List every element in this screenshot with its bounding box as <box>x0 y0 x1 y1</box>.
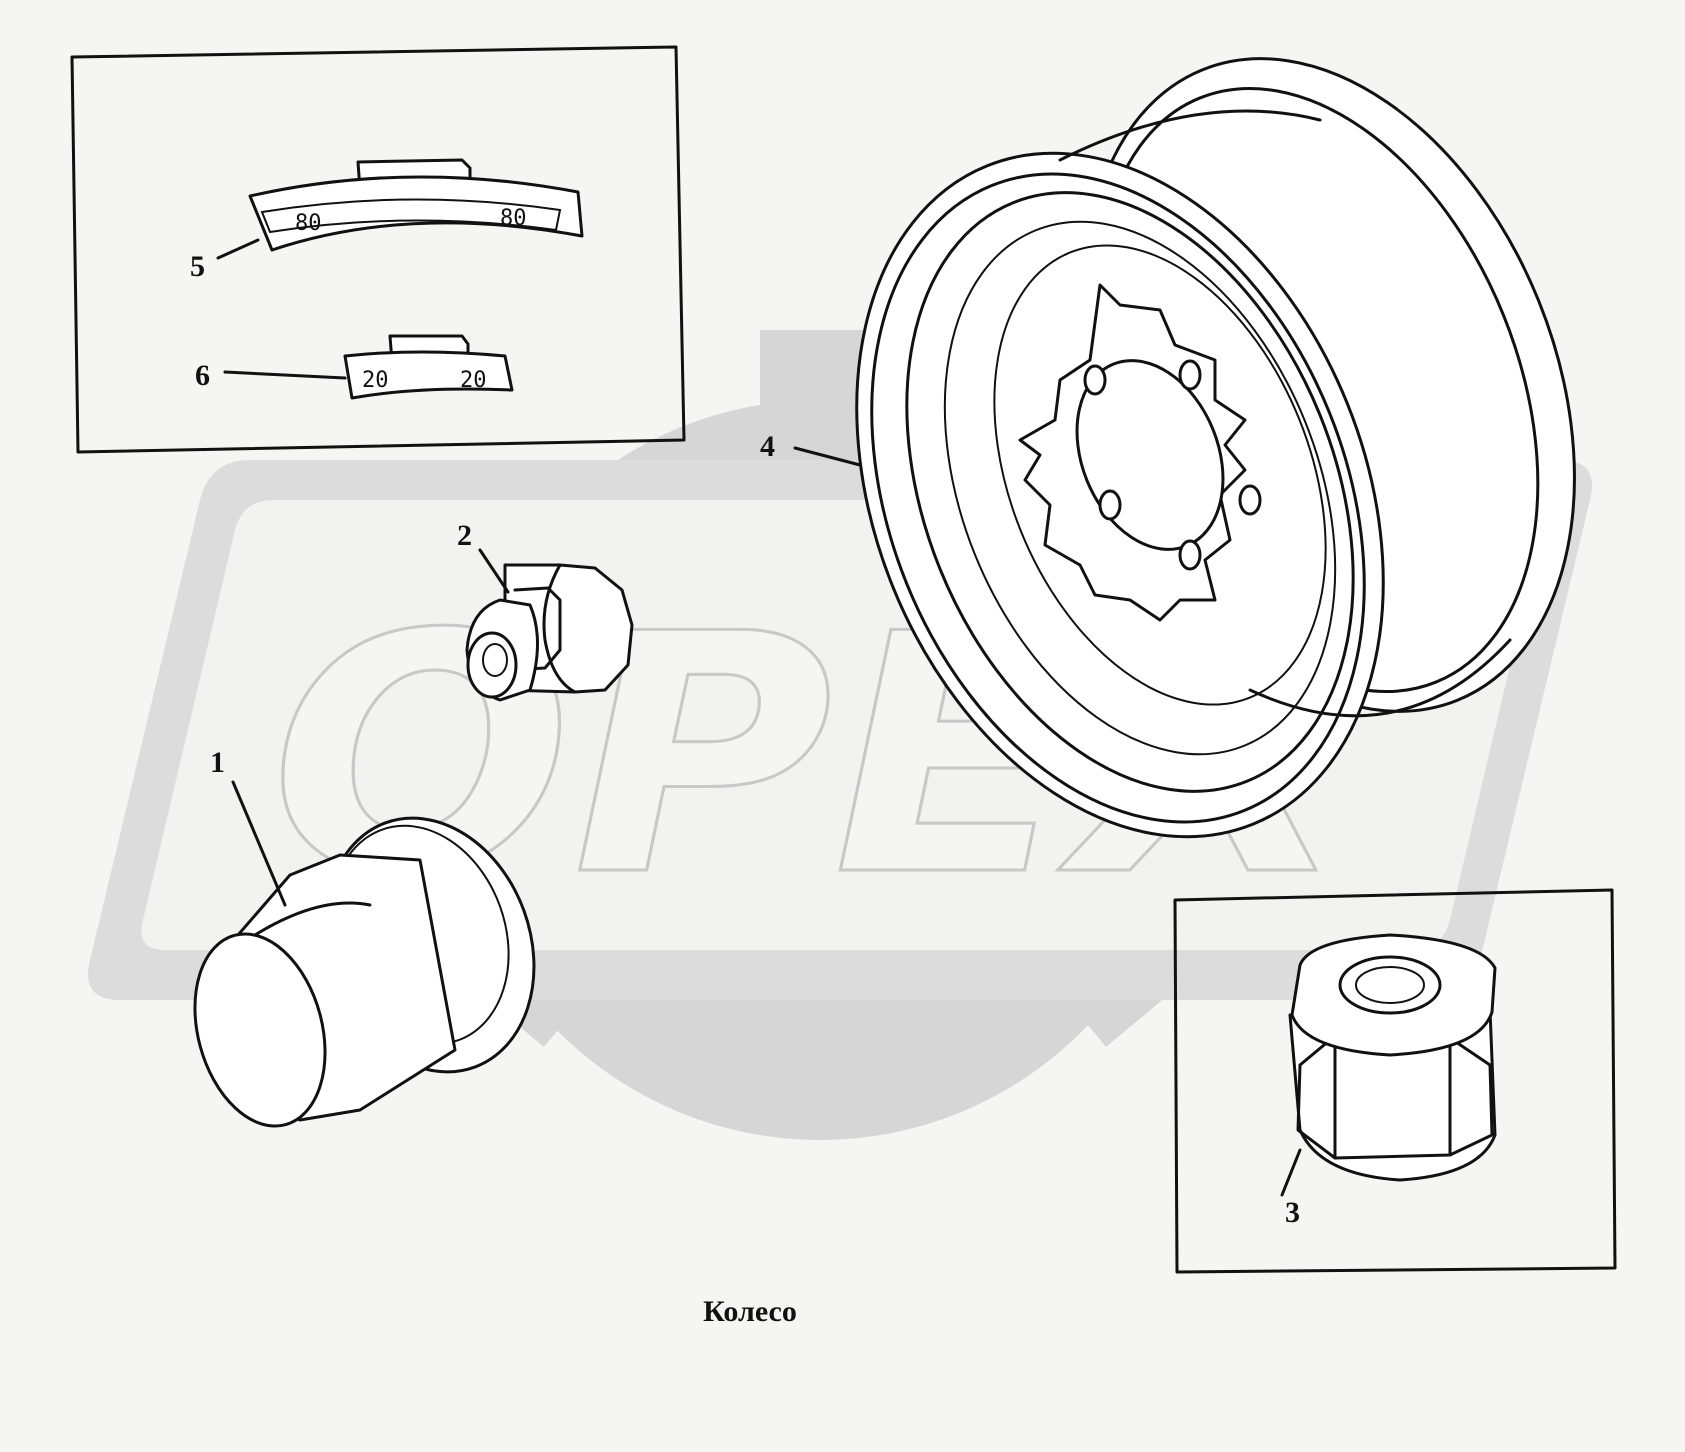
callout-5: 5 <box>190 250 205 283</box>
wheel-cap <box>193 816 536 1128</box>
callout-6: 6 <box>195 359 210 392</box>
weight-large-left-mark: 80 <box>295 211 322 236</box>
wheel-nut <box>465 563 634 702</box>
callout-1: 1 <box>210 746 225 779</box>
figure-caption: Колесо <box>703 1295 797 1328</box>
weight-large-right-mark: 80 <box>500 206 527 231</box>
inset-nut-box: 3 <box>1173 888 1617 1274</box>
callout-4: 4 <box>760 430 775 463</box>
wheel-rim <box>855 57 1576 839</box>
acorn-nut <box>1288 933 1497 1182</box>
inset-weights-box: 80 80 20 20 5 6 <box>70 45 686 454</box>
weight-small-right-mark: 20 <box>460 368 487 393</box>
weight-small-left-mark: 20 <box>362 368 389 393</box>
balance-weight-large: 80 80 <box>248 158 584 252</box>
balance-weight-small: 20 20 <box>343 334 514 400</box>
callout-3: 3 <box>1285 1196 1300 1229</box>
callout-2: 2 <box>457 519 472 552</box>
